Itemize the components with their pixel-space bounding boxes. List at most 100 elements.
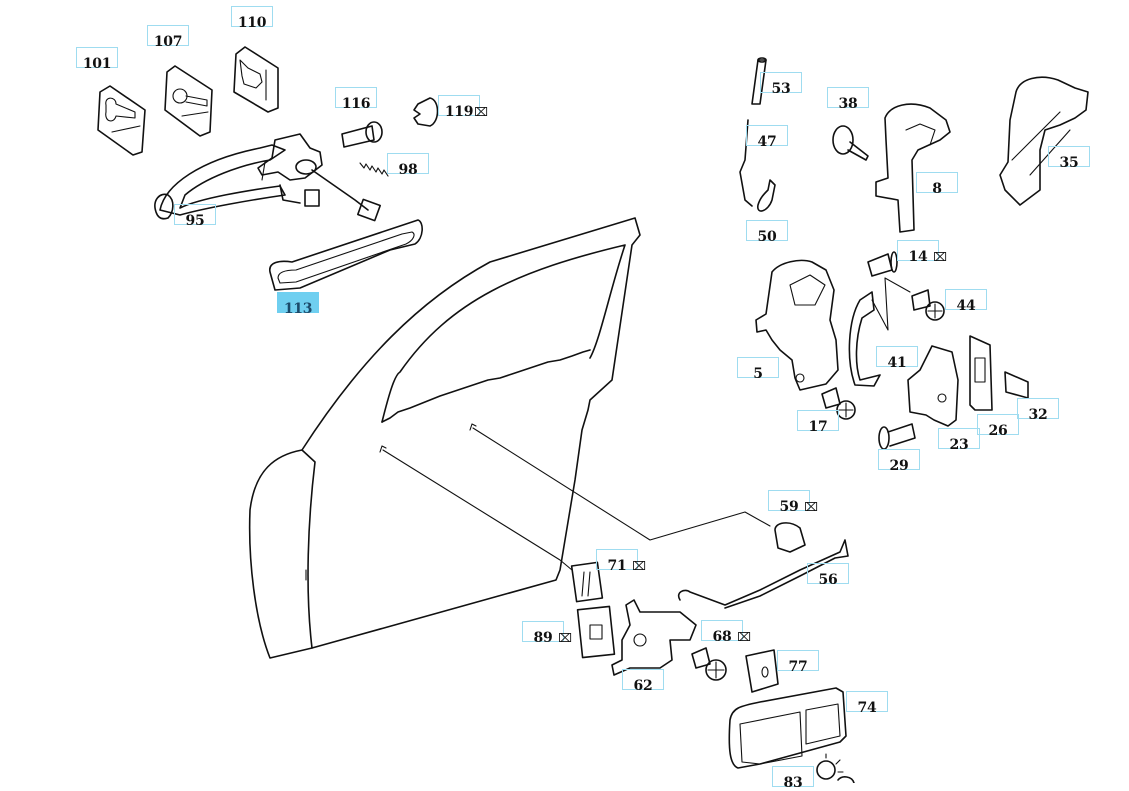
- callout-32[interactable]: 32: [1017, 398, 1059, 423]
- callout-number: 83: [783, 775, 803, 791]
- replacement-icon: ⌧: [558, 631, 572, 645]
- callout-8[interactable]: 8: [916, 172, 958, 197]
- part-74-bezel[interactable]: [728, 687, 847, 769]
- part-98-spring[interactable]: [359, 162, 389, 177]
- callout-41[interactable]: 41: [876, 346, 918, 371]
- callout-71[interactable]: 71 ⌧: [596, 549, 646, 574]
- part-32-clip[interactable]: [1004, 371, 1029, 399]
- callout-number: 56: [818, 572, 838, 588]
- callout-number: 50: [757, 229, 777, 245]
- callout-119[interactable]: 119⌧: [438, 95, 488, 120]
- callout-83[interactable]: 83: [772, 766, 814, 791]
- callout-number: 26: [988, 423, 1008, 439]
- callout-number: 8: [932, 181, 942, 197]
- part-41-bracket[interactable]: [848, 291, 881, 387]
- callout-110[interactable]: 110: [231, 6, 273, 31]
- callout-number: 59: [779, 499, 799, 515]
- part-62-inner-handle-mech[interactable]: [611, 599, 697, 676]
- part-56-rod[interactable]: [677, 539, 849, 609]
- callout-74[interactable]: 74: [846, 691, 888, 716]
- part-68-screw[interactable]: [691, 647, 727, 681]
- part-110-key-plate[interactable]: [233, 46, 279, 113]
- callout-77[interactable]: 77: [777, 650, 819, 675]
- callout-35[interactable]: 35: [1048, 146, 1090, 171]
- callout-14[interactable]: 14 ⌧: [897, 240, 947, 265]
- part-35-cover[interactable]: [999, 76, 1089, 206]
- part-23-striker[interactable]: [907, 345, 959, 427]
- callout-62[interactable]: 62: [622, 669, 664, 694]
- callout-number: 116: [341, 96, 371, 112]
- replacement-icon: ⌧: [933, 250, 947, 264]
- part-14-screw[interactable]: [867, 251, 898, 277]
- part-77-block[interactable]: [745, 649, 779, 693]
- part-26-shim[interactable]: [969, 335, 993, 411]
- callout-number: 14: [908, 249, 928, 265]
- part-50-clip[interactable]: [757, 179, 776, 212]
- callout-101[interactable]: 101: [76, 47, 118, 72]
- callout-95[interactable]: 95: [174, 204, 216, 229]
- replacement-icon: ⌧: [474, 105, 488, 119]
- part-119-clip[interactable]: [413, 97, 439, 127]
- callout-89[interactable]: 89 ⌧: [522, 621, 572, 646]
- callout-116[interactable]: 116: [335, 87, 377, 112]
- callout-number: 74: [857, 700, 877, 716]
- part-95-outside-handle[interactable]: [154, 133, 381, 222]
- callout-number: 47: [757, 134, 777, 150]
- replacement-icon: ⌧: [632, 559, 646, 573]
- part-53-pin[interactable]: [751, 57, 767, 105]
- part-113-gasket[interactable]: [269, 219, 423, 291]
- callout-17[interactable]: 17: [797, 410, 839, 435]
- callout-26[interactable]: 26: [977, 414, 1019, 439]
- part-5-lock-assembly[interactable]: [755, 259, 839, 391]
- callout-number: 113: [283, 301, 313, 317]
- callout-98[interactable]: 98: [387, 153, 429, 178]
- callout-107[interactable]: 107: [147, 25, 189, 50]
- part-59-clip[interactable]: [774, 522, 806, 553]
- callout-number: 23: [949, 437, 969, 453]
- callout-44[interactable]: 44: [945, 289, 987, 314]
- callout-number: 98: [398, 162, 418, 178]
- callout-68[interactable]: 68 ⌧: [701, 620, 751, 645]
- part-116-bolt[interactable]: [341, 121, 383, 148]
- callout-number: 71: [607, 558, 627, 574]
- callout-50[interactable]: 50: [746, 220, 788, 245]
- callout-number: 89: [533, 630, 553, 646]
- door-shell[interactable]: [248, 217, 771, 659]
- callout-number: 107: [153, 34, 183, 50]
- callout-56[interactable]: 56: [807, 563, 849, 588]
- part-47-rod[interactable]: [739, 119, 753, 207]
- callout-number: 41: [887, 355, 907, 371]
- replacement-icon: ⌧: [804, 500, 818, 514]
- callout-number: 17: [808, 419, 828, 435]
- part-44-screw[interactable]: [911, 289, 945, 321]
- part-71-clip[interactable]: [570, 561, 604, 603]
- callout-number: 53: [771, 81, 791, 97]
- callout-5[interactable]: 5: [737, 357, 779, 382]
- callout-23[interactable]: 23: [938, 428, 980, 453]
- callout-number: 44: [956, 298, 976, 314]
- callout-38[interactable]: 38: [827, 87, 869, 112]
- callout-29[interactable]: 29: [878, 449, 920, 474]
- callout-number: 119: [444, 104, 474, 120]
- callout-number: 29: [889, 458, 909, 474]
- callout-number: 95: [185, 213, 205, 229]
- leader-line-14-44: [871, 277, 911, 331]
- callout-number: 77: [788, 659, 808, 675]
- callout-number: 35: [1059, 155, 1079, 171]
- callout-59[interactable]: 59 ⌧: [768, 490, 818, 515]
- part-29-screw[interactable]: [878, 423, 916, 450]
- callout-number: 62: [633, 678, 653, 694]
- callout-53[interactable]: 53: [760, 72, 802, 97]
- callout-number: 68: [712, 629, 732, 645]
- replacement-icon: ⌧: [737, 630, 751, 644]
- callout-47[interactable]: 47: [746, 125, 788, 150]
- callout-113[interactable]: 113: [277, 292, 319, 317]
- callout-number: 110: [237, 15, 267, 31]
- part-101-key-plate[interactable]: [97, 85, 146, 156]
- part-83-gear[interactable]: [816, 753, 855, 783]
- part-107-key-plate[interactable]: [164, 65, 213, 137]
- part-89-cover[interactable]: [576, 605, 616, 659]
- part-8-lever[interactable]: [875, 103, 951, 233]
- part-38-screw[interactable]: [832, 125, 869, 161]
